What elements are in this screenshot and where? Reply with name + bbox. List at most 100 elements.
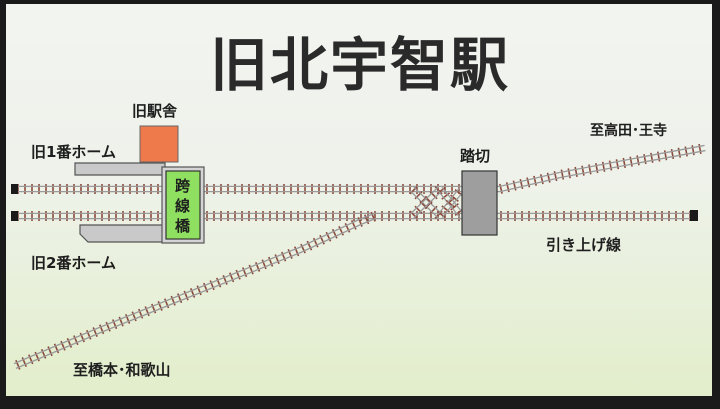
track-tie <box>164 298 170 309</box>
track-tie <box>546 172 551 183</box>
track-tie <box>629 156 633 167</box>
label-platform-1: 旧1番ホーム <box>31 143 116 161</box>
track-rail <box>437 186 461 215</box>
track-rail <box>437 190 461 219</box>
track-tie <box>414 191 423 200</box>
track-tie <box>209 280 215 291</box>
track-tie <box>684 146 688 157</box>
track-tie <box>441 192 451 200</box>
track-crossover-d <box>436 186 465 219</box>
track-tie <box>34 351 40 362</box>
track-tie <box>560 169 565 180</box>
track-crossover-c <box>436 186 465 219</box>
track-tie <box>306 240 313 251</box>
track-tie <box>105 321 111 332</box>
track-tie <box>505 182 510 193</box>
track-tie <box>436 186 446 195</box>
track-tie <box>670 148 675 160</box>
label-siding: 引き上げ線 <box>546 236 622 254</box>
overpass-label-1: 跨 <box>175 177 191 195</box>
track-tie <box>409 210 418 219</box>
track-tie <box>274 254 280 265</box>
track-tie <box>60 340 66 351</box>
track-tie <box>177 293 183 304</box>
track-tie <box>53 343 60 354</box>
track-tie <box>429 205 438 214</box>
label-to-takada: 至高田･王寺 <box>590 123 667 139</box>
track-tie <box>196 285 202 296</box>
track-tie <box>370 211 376 222</box>
track-tie <box>170 295 176 306</box>
track-tie <box>445 199 455 208</box>
track-tie <box>287 249 293 259</box>
track-tie <box>643 154 647 165</box>
label-platform-2: 旧2番ホーム <box>31 254 116 272</box>
track-rail <box>441 186 465 215</box>
track-tie <box>73 335 79 346</box>
track-tie <box>203 282 209 293</box>
track-tie <box>409 186 418 195</box>
track-rail <box>441 190 465 219</box>
track-tie <box>242 267 248 278</box>
track-tie <box>357 217 363 227</box>
platform-2 <box>79 224 166 243</box>
track-tie <box>663 150 668 161</box>
track-tie <box>281 251 287 262</box>
track-tie <box>40 348 47 359</box>
track-tie <box>99 324 105 335</box>
track-tie <box>588 164 592 175</box>
track-tie <box>656 151 661 162</box>
track-tie <box>235 269 241 280</box>
track-tie <box>222 275 228 285</box>
track-tie <box>28 354 34 365</box>
label-station-building: 旧駅舎 <box>132 102 178 120</box>
buffer-stop-main-west <box>11 184 18 194</box>
track-tie <box>499 183 503 194</box>
track-tie <box>131 311 137 322</box>
track-tie <box>268 256 274 267</box>
track-tie <box>248 264 254 275</box>
track-rail <box>15 217 377 369</box>
track-tie <box>157 301 163 311</box>
track-tie <box>66 338 73 348</box>
track-rail <box>413 190 443 219</box>
track-rail <box>409 186 439 215</box>
platform-1 <box>74 162 166 176</box>
track-tie <box>567 168 571 179</box>
track-rail <box>16 149 706 193</box>
track-tie <box>574 166 578 178</box>
track-tie <box>677 147 682 158</box>
track-tie <box>595 163 599 174</box>
overpass-label-3: 橋 <box>175 217 191 235</box>
buffer-stop-lower-west <box>11 211 18 221</box>
track-tie <box>92 327 98 337</box>
track-tie <box>331 228 338 239</box>
screen-background <box>6 4 712 396</box>
track-rail <box>13 212 375 365</box>
track-tie <box>615 159 620 170</box>
track-rail <box>409 190 439 219</box>
label-to-hashimoto: 至橋本･和歌山 <box>73 361 171 379</box>
track-tie <box>450 194 459 202</box>
track-branch-hashimoto <box>13 211 377 370</box>
track-tie <box>414 205 423 214</box>
track-tie <box>429 191 438 200</box>
track-tie <box>350 220 357 230</box>
track-tie <box>601 161 606 172</box>
track-tie <box>319 234 325 245</box>
track-tie <box>229 272 235 283</box>
track-tie <box>526 177 531 188</box>
track-tie <box>553 170 558 182</box>
track-tie <box>636 155 640 166</box>
track-tie <box>419 200 428 210</box>
track-tie <box>434 210 443 219</box>
track-tie <box>581 165 585 176</box>
track-rail <box>413 186 443 215</box>
track-tie <box>436 210 446 219</box>
track-tie <box>79 332 85 343</box>
track-tie <box>294 246 300 257</box>
track-tie <box>450 203 459 211</box>
label-crossing: 踏切 <box>460 147 491 165</box>
